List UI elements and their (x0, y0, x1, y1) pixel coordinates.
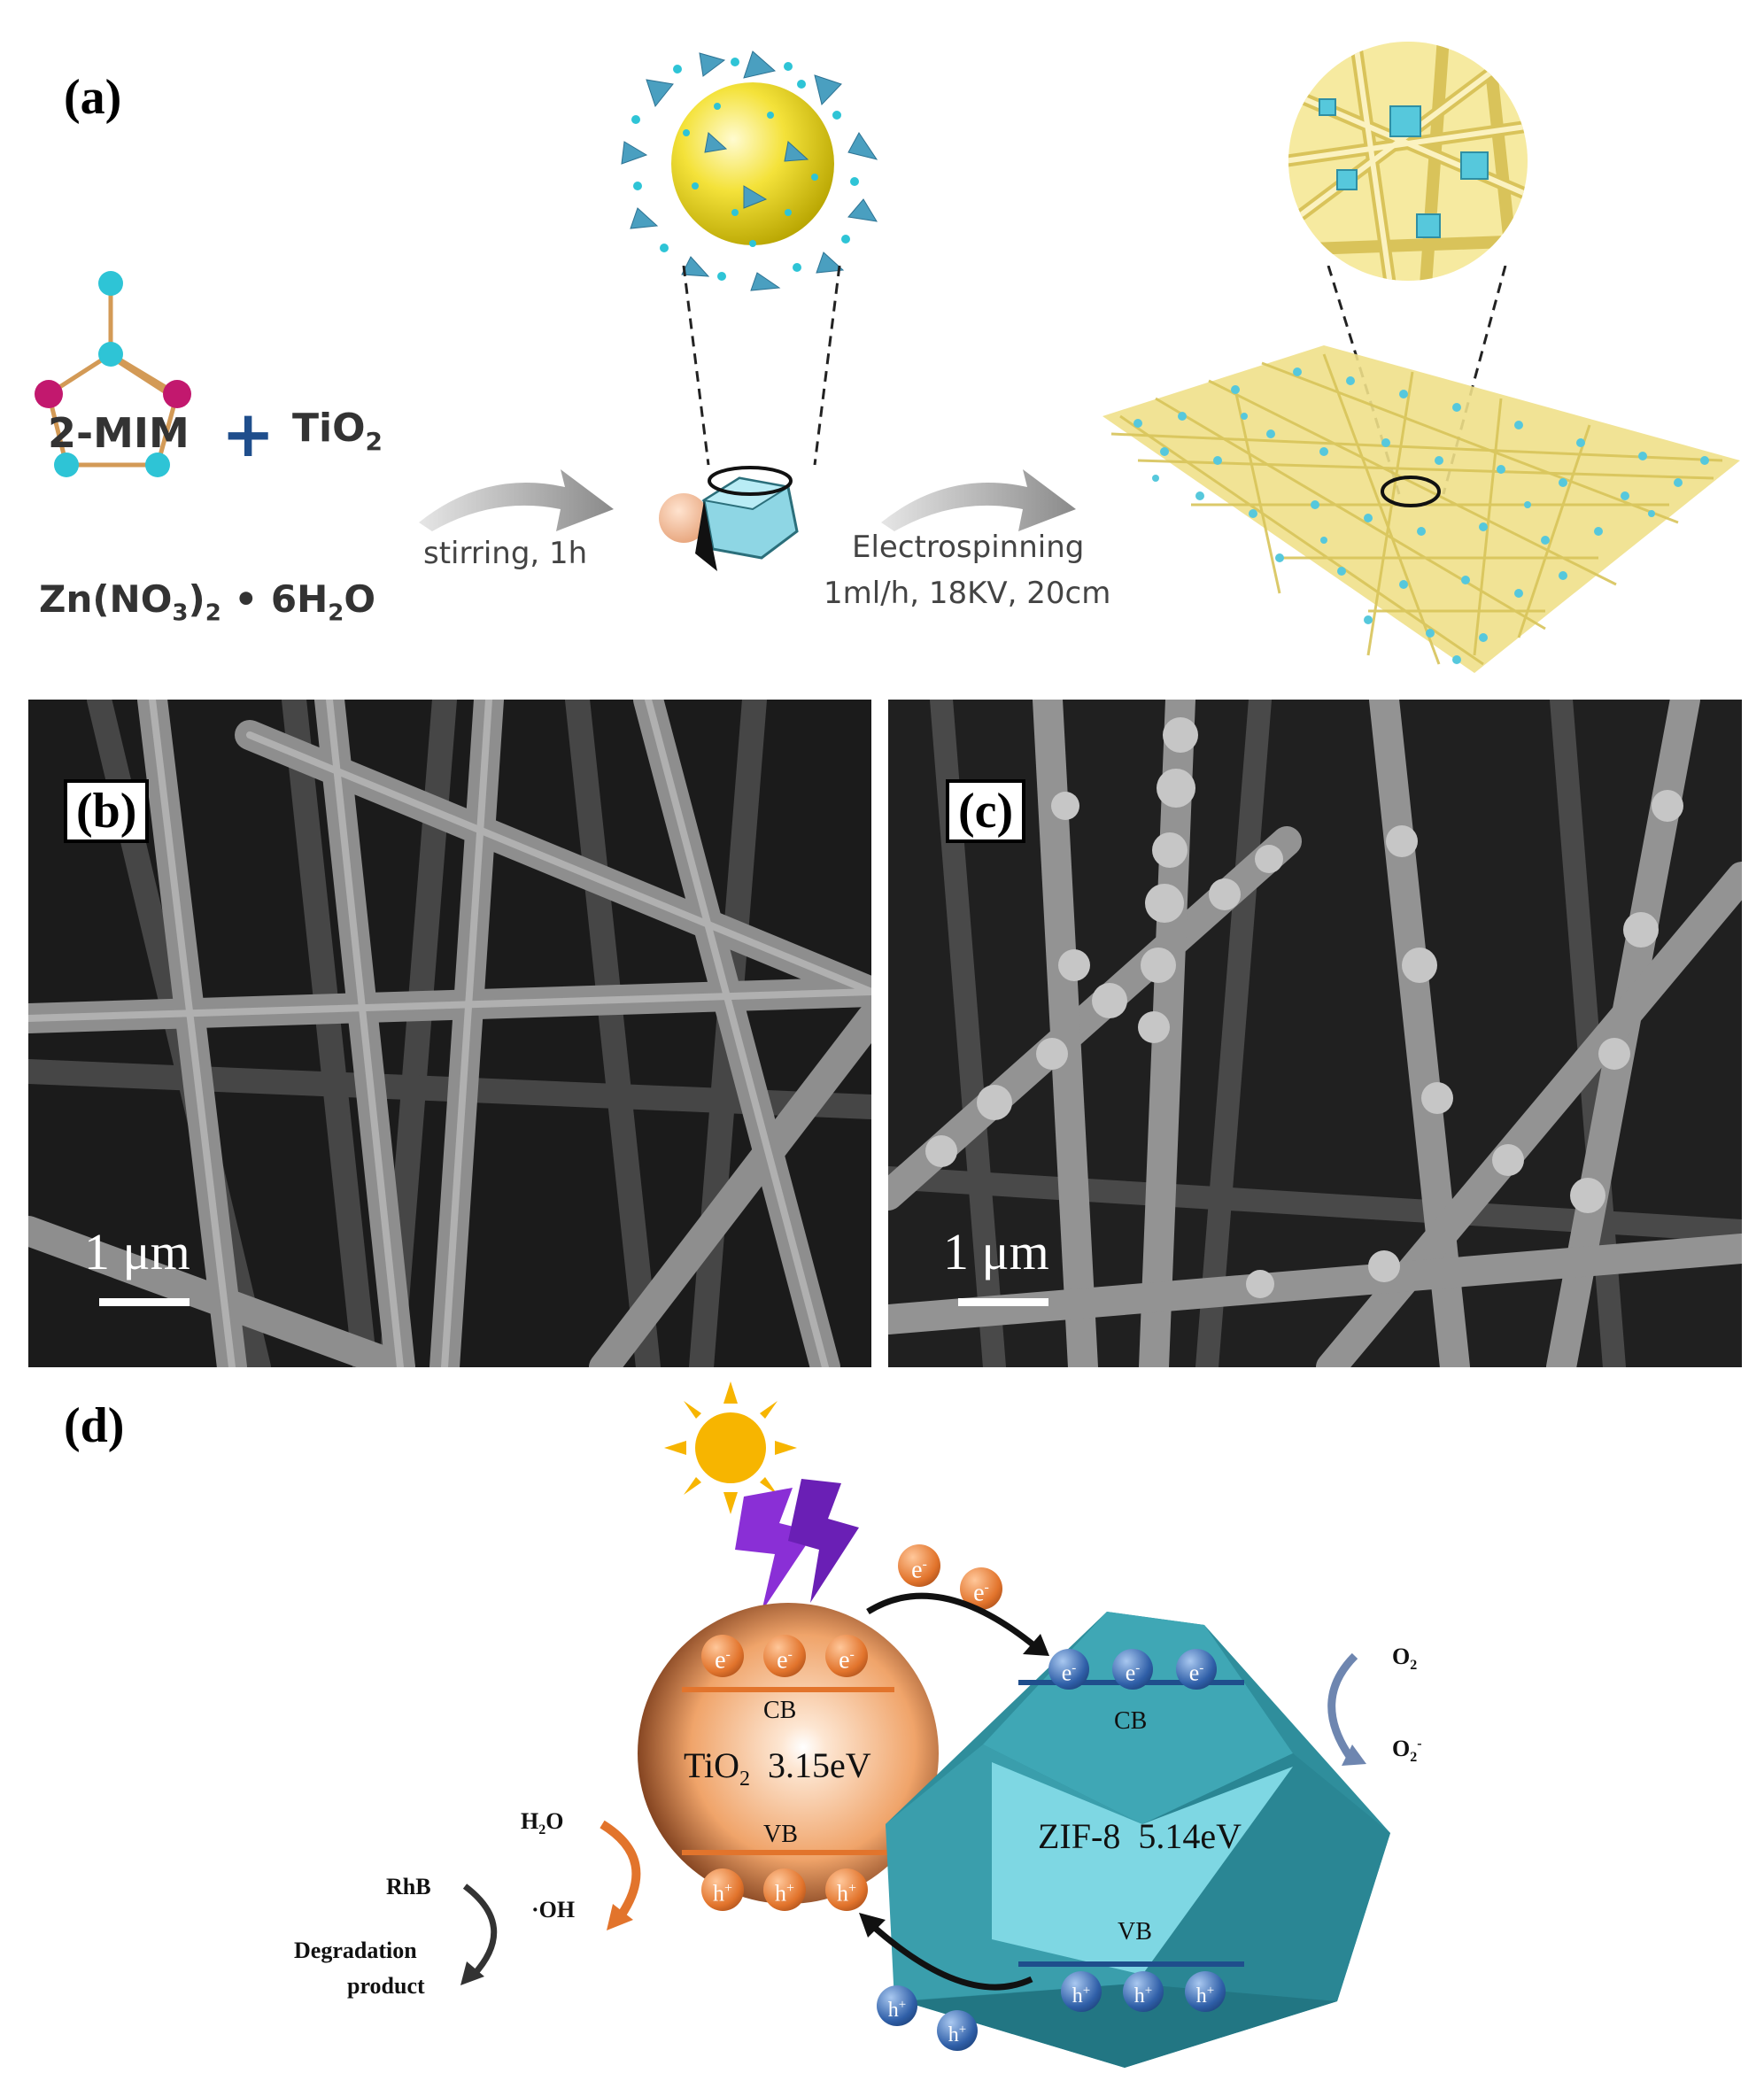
zinc-nitrate-label: Zn(NO3)2 • 6H2O (39, 577, 376, 627)
panel-b-label: (b) (64, 779, 150, 843)
fiber-zoom-circle (1288, 42, 1528, 281)
zif8-cb-label: CB (1114, 1707, 1148, 1735)
zif8-electron-2: e- (1112, 1649, 1153, 1690)
light-irradiation-icon (735, 1479, 859, 1612)
2-mim-label: 2-MIM (48, 409, 190, 457)
transfer-electron-1: e- (898, 1544, 940, 1587)
zif8-vb-label: VB (1118, 1918, 1152, 1946)
scale-bar-c (958, 1298, 1048, 1306)
hole-transfer-arrow (859, 1913, 1033, 1991)
transfer-hole-1: h+ (877, 1985, 917, 2026)
electrospinning-arrow (881, 469, 1076, 531)
zif8-hole-1: h+ (1061, 1971, 1102, 2012)
tio2-vb-label: VB (763, 1821, 798, 1848)
water-label: H2O (521, 1808, 564, 1838)
nanofiber-mat (1102, 345, 1740, 673)
rhb-label: RhB (386, 1874, 431, 1899)
zif8-electron-1: e- (1048, 1649, 1089, 1690)
transfer-hole-2: h+ (937, 2010, 978, 2051)
electron-transfer-arrow (866, 1592, 1049, 1656)
zif8-particle (886, 1612, 1390, 2068)
tio2-reagent-label: TiO2 (292, 406, 383, 456)
zif8-bandgap-label: ZIF-8 5.14eV (1038, 1816, 1242, 1856)
oxygen-reduction-arrow (1327, 1652, 1366, 1766)
degradation-label-line1: Degradation (294, 1938, 417, 1963)
2-mim-molecule (35, 271, 191, 477)
tio2-electron-2: e- (763, 1635, 806, 1677)
electrospinning-label: Electrospinning (852, 530, 1085, 565)
sem-image-c (888, 700, 1742, 1367)
zoom-lines-particle (682, 266, 841, 466)
plus-sign: + (221, 397, 275, 471)
sem-image-b (28, 700, 871, 1367)
superoxide-label: O2- (1392, 1736, 1422, 1766)
hydroxyl-radical-label: ·OH (531, 1897, 576, 1922)
panel-c-label: (c) (946, 779, 1026, 843)
water-oxidation-arrow (600, 1820, 641, 1930)
tio2-electron-3: e- (825, 1635, 868, 1677)
electrospinning-params: 1ml/h, 18KV, 20cm (824, 576, 1111, 611)
zif8-hole-3: h+ (1185, 1971, 1226, 2012)
tio2-hole-3: h+ (825, 1868, 868, 1911)
tio2-zif8-core-shell-particle (621, 50, 878, 291)
scale-label-b: 1 μm (84, 1223, 190, 1280)
tio2-particle (638, 1603, 939, 1904)
tio2-hole-2: h+ (763, 1868, 806, 1911)
panel-a-label: (a) (64, 70, 122, 125)
zif8-electron-3: e- (1176, 1649, 1217, 1690)
tio2-cb-label: CB (763, 1697, 797, 1724)
scale-bar-b (99, 1298, 190, 1306)
stirring-label: stirring, 1h (423, 536, 588, 571)
sun-icon (664, 1381, 797, 1514)
tio2-bandgap-label: TiO2 3.15eV (684, 1745, 871, 1791)
tio2-hole-1: h+ (701, 1868, 744, 1911)
zif8-hole-2: h+ (1123, 1971, 1164, 2012)
tio2-electron-1: e- (701, 1635, 744, 1677)
degradation-label-line2: product (347, 1973, 425, 1999)
stirring-arrow (419, 469, 614, 531)
degradation-arrow (460, 1884, 498, 1985)
zif8-particle-small (659, 466, 799, 571)
oxygen-label: O2 (1392, 1644, 1418, 1674)
scale-label-c: 1 μm (943, 1223, 1049, 1280)
panel-d-label: (d) (64, 1398, 125, 1453)
